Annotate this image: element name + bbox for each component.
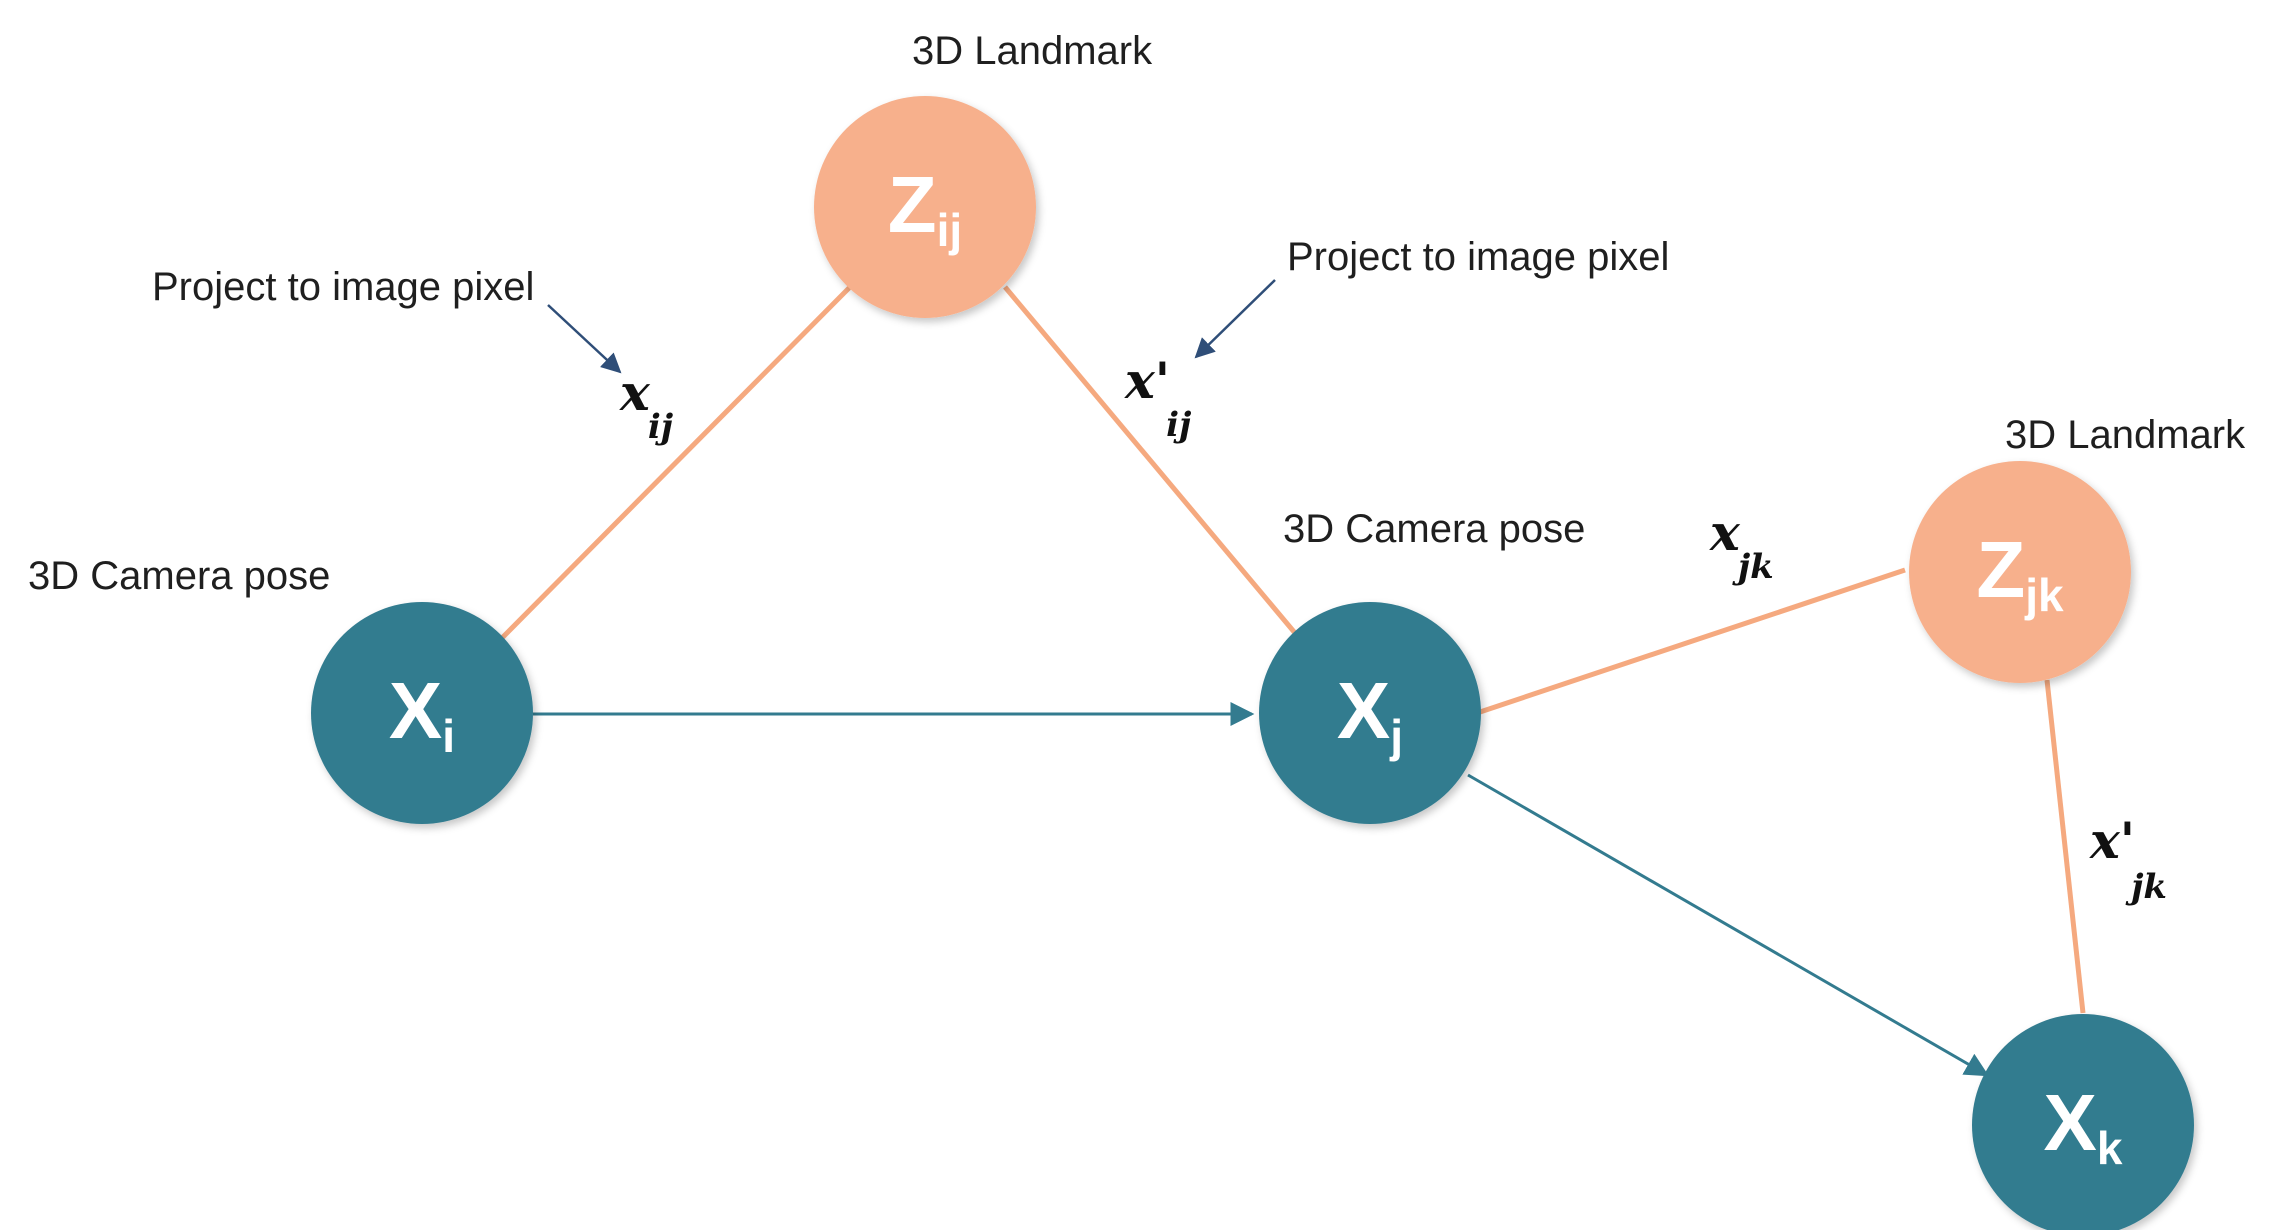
edge-label-x-prime-ij: x'ij <box>1124 351 1192 445</box>
annotation-arrow-right <box>1194 279 1276 359</box>
node-subscript: jk <box>2024 569 2064 621</box>
edge-label-main: x' <box>2089 811 2135 870</box>
node-subscript: k <box>2097 1122 2123 1174</box>
svg-text:Zij: Zij <box>888 160 962 256</box>
node-letter: Z <box>1976 525 2025 614</box>
edge-label-subscript: ij <box>648 407 674 447</box>
svg-text:Zjk: Zjk <box>1976 525 2064 621</box>
annotation-arrow-left <box>547 304 622 374</box>
node-letter: X <box>2044 1078 2097 1167</box>
pose-circle <box>1972 1014 2194 1230</box>
node-xj: Xj <box>1259 602 1481 824</box>
edge-label-main: x <box>619 363 651 422</box>
node-subscript: j <box>1389 710 1403 762</box>
svg-text:Xi: Xi <box>389 666 455 762</box>
pose-circle <box>311 602 533 824</box>
caption-project-left: Project to image pixel <box>152 265 534 309</box>
edge-label-main: x' <box>1124 351 1170 410</box>
node-letter: X <box>1337 666 1390 755</box>
node-xi: Xi <box>311 602 533 824</box>
node-letter: X <box>389 666 442 755</box>
pose-circle <box>1259 602 1481 824</box>
edge-zjk-xk <box>2044 679 2086 1014</box>
edge-label-main: x <box>1709 503 1741 562</box>
svg-text:Xk: Xk <box>2044 1078 2123 1174</box>
caption-camera-pose-mid: 3D Camera pose <box>1283 507 1585 551</box>
svg-text:Xj: Xj <box>1337 666 1403 762</box>
caption-project-right: Project to image pixel <box>1287 235 1669 279</box>
caption-landmark-right: 3D Landmark <box>2005 413 2246 457</box>
landmark-circle <box>1909 461 2131 683</box>
caption-landmark-top: 3D Landmark <box>912 29 1153 73</box>
edge-xj-xk <box>1467 773 1990 1077</box>
node-xk: Xk <box>1972 1014 2194 1230</box>
edge-xj-zjk <box>1479 567 1906 715</box>
caption-camera-pose-left: 3D Camera pose <box>28 554 330 598</box>
edge-label-subscript: jk <box>1732 547 1774 587</box>
edge-label-x-prime-jk: x'jk <box>2089 811 2167 907</box>
node-subscript: i <box>442 710 455 762</box>
edge-label-subscript: jk <box>2125 867 2167 907</box>
node-letter: Z <box>888 160 937 249</box>
edge-label-subscript: ij <box>1166 405 1192 445</box>
edge-zij-xj <box>1003 285 1297 635</box>
node-subscript: ij <box>937 204 963 256</box>
landmark-circle <box>814 96 1036 318</box>
edge-xi-zij <box>498 285 852 642</box>
node-zij: Zij <box>814 96 1036 318</box>
node-zjk: Zjk <box>1909 461 2131 683</box>
